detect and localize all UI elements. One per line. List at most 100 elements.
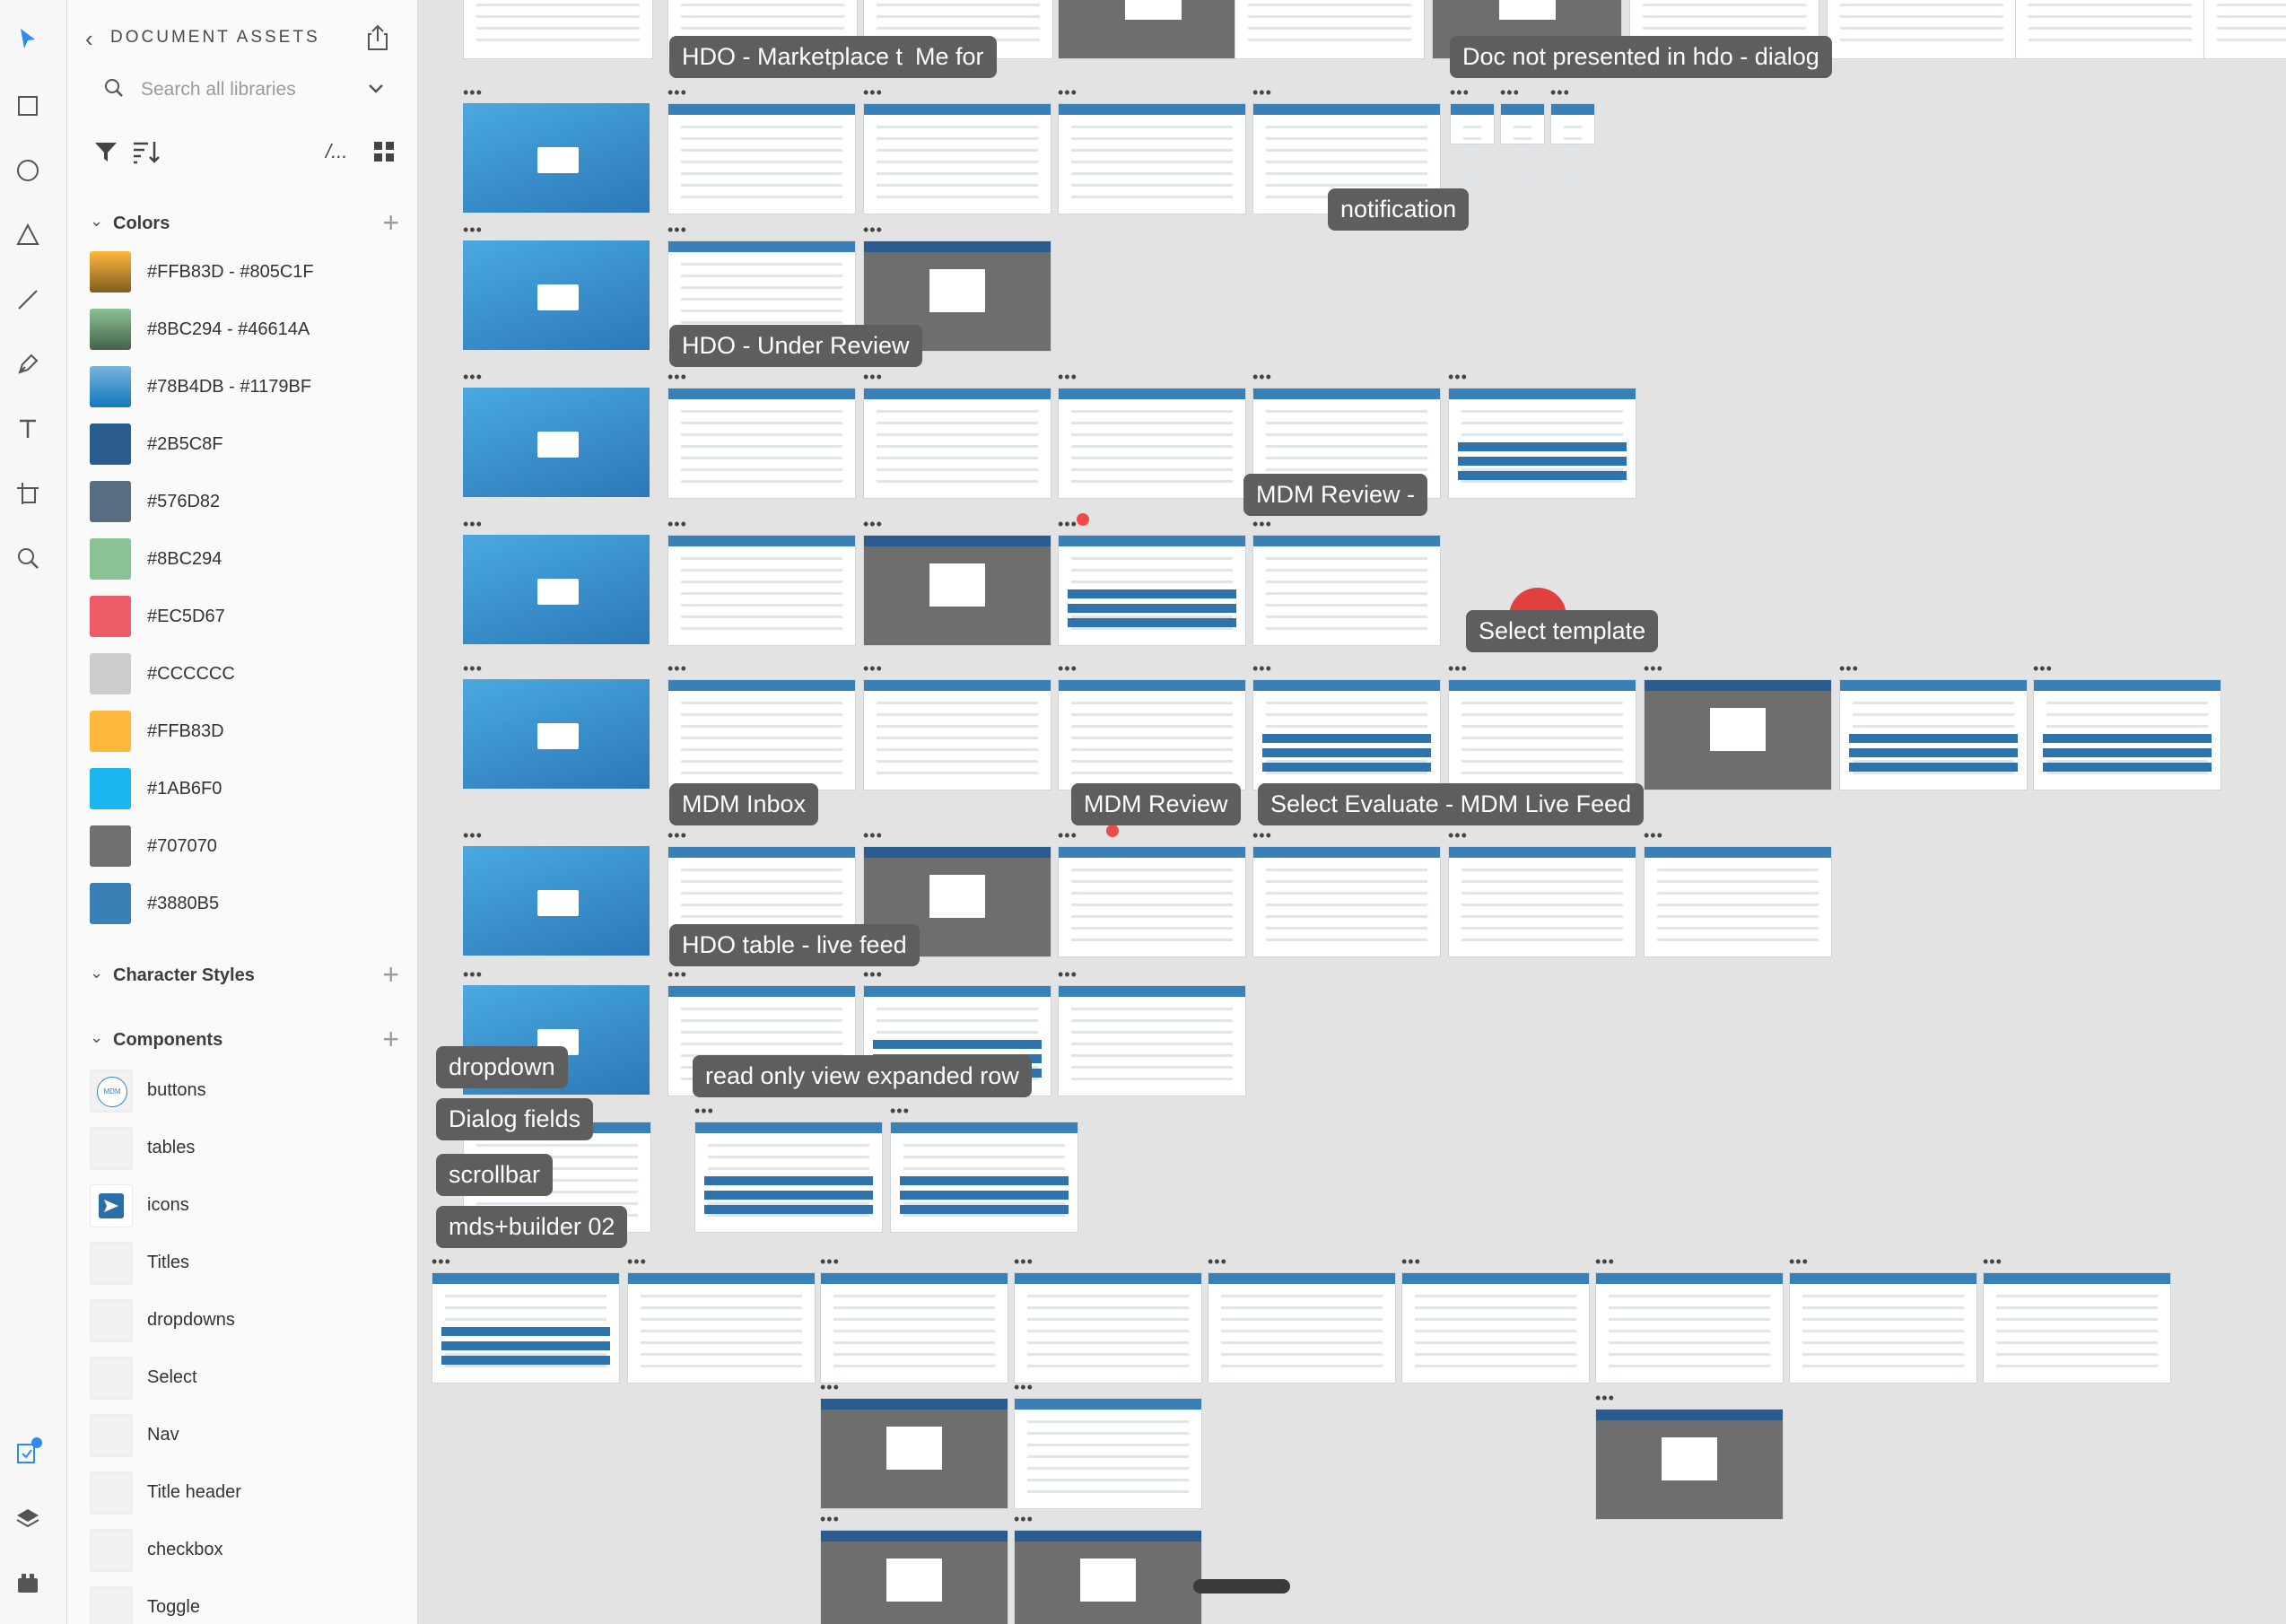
artboard-more-menu[interactable]: ••• [1252,83,1272,101]
component-item[interactable]: checkbox [90,1529,399,1572]
artboard-more-menu[interactable]: ••• [1014,1510,1034,1528]
artboard-thumbnail[interactable] [1252,535,1441,646]
character-styles-section-header[interactable]: ⌄ Character Styles + [90,958,399,992]
components-section-header[interactable]: ⌄ Components + [90,1023,399,1057]
artboard-thumbnail[interactable] [820,1398,1008,1509]
color-swatch-item[interactable]: #FFB83D [90,711,399,754]
artboard-thumbnail[interactable] [1983,1272,2171,1384]
artboard-more-menu[interactable]: ••• [863,83,883,101]
artboard-thumbnail[interactable] [1644,679,1832,790]
artboard-thumbnail[interactable] [1500,103,1545,198]
artboard-more-menu[interactable]: ••• [890,1102,910,1120]
artboard-more-menu[interactable]: ••• [1644,659,1663,677]
design-canvas[interactable]: ••• ••• ••• ••• ••• ••• ••• ••• ••• ••• ••• ••• ••• •… [418,0,2286,1624]
artboard-thumbnail[interactable] [667,103,856,214]
search-input[interactable] [139,75,322,104]
artboard-tool-icon[interactable] [12,477,44,510]
text-tool-icon[interactable] [12,413,44,445]
assets-panel-icon[interactable] [12,1436,44,1468]
color-swatch-item[interactable]: #8BC294 - #46614A [90,309,399,352]
artboard-more-menu[interactable]: ••• [463,659,483,677]
artboard-more-menu[interactable]: ••• [820,1510,840,1528]
add-character-style-icon[interactable]: + [382,958,399,991]
artboard-thumbnail[interactable] [863,103,1051,214]
artboard-thumbnail[interactable] [627,1272,816,1384]
pen-tool-icon[interactable] [12,348,44,380]
component-item[interactable]: icons [90,1184,399,1227]
collapse-chevron-icon[interactable]: ⌄ [90,1028,104,1046]
artboard-more-menu[interactable]: ••• [1058,659,1078,677]
artboard-more-menu[interactable]: ••• [463,368,483,386]
artboard-thumbnail[interactable] [1014,1530,1202,1624]
component-item[interactable]: Titles [90,1242,399,1285]
artboard-thumbnail[interactable] [1058,985,1246,1096]
plugins-panel-icon[interactable] [12,1567,44,1599]
artboard-thumbnail[interactable] [1058,388,1246,499]
back-chevron-icon[interactable]: ‹ [85,25,93,52]
artboard-more-menu[interactable]: ••• [863,826,883,844]
artboard-more-menu[interactable]: ••• [463,965,483,983]
horizontal-scrollbar[interactable] [1193,1579,1290,1593]
artboard-more-menu[interactable]: ••• [820,1378,840,1396]
artboard-more-menu[interactable]: ••• [1500,83,1520,101]
artboard-thumbnail[interactable] [1014,1272,1202,1384]
artboard-more-menu[interactable]: ••• [1450,83,1470,101]
component-item[interactable]: Toggle [90,1586,399,1624]
collapse-chevron-icon[interactable]: ⌄ [90,212,104,230]
artboard-more-menu[interactable]: ••• [863,659,883,677]
artboard-more-menu[interactable]: ••• [694,1102,714,1120]
color-swatch-item[interactable]: #1AB6F0 [90,768,399,811]
polygon-tool-icon[interactable] [12,219,44,251]
artboard-thumbnail[interactable] [1401,1272,1590,1384]
artboard-thumbnail[interactable] [463,388,650,497]
artboard-thumbnail[interactable] [463,535,650,644]
artboard-more-menu[interactable]: ••• [1595,1253,1615,1270]
library-dropdown-chevron-icon[interactable] [363,75,388,105]
collapse-chevron-icon[interactable]: ⌄ [90,964,104,982]
artboard-more-menu[interactable]: ••• [1208,1253,1227,1270]
artboard-thumbnail[interactable] [667,679,856,790]
sort-icon[interactable] [132,138,161,170]
artboard-more-menu[interactable]: ••• [1448,368,1468,386]
artboard-thumbnail[interactable] [667,388,856,499]
artboard-thumbnail[interactable] [2033,679,2221,790]
artboard-more-menu[interactable]: ••• [667,659,687,677]
artboard-more-menu[interactable]: ••• [1550,83,1570,101]
artboard-thumbnail[interactable] [1450,103,1495,198]
share-icon[interactable] [362,22,394,54]
artboard-more-menu[interactable]: ••• [1448,826,1468,844]
artboard-thumbnail[interactable] [1595,1272,1784,1384]
layers-panel-icon[interactable] [12,1502,44,1534]
artboard-more-menu[interactable]: ••• [1252,515,1272,533]
color-swatch-item[interactable]: #EC5D67 [90,596,399,639]
artboard-thumbnail[interactable] [1208,1272,1396,1384]
artboard-thumbnail[interactable] [1058,846,1246,957]
artboard-more-menu[interactable]: ••• [1058,83,1078,101]
artboard-more-menu[interactable]: ••• [1789,1253,1809,1270]
artboard-more-menu[interactable]: ••• [1252,826,1272,844]
artboard-thumbnail[interactable] [890,1122,1078,1233]
artboard-more-menu[interactable]: ••• [1252,368,1272,386]
color-swatch-item[interactable]: #707070 [90,825,399,869]
artboard-more-menu[interactable]: ••• [1401,1253,1421,1270]
artboard-thumbnail[interactable] [694,1122,883,1233]
artboard-thumbnail[interactable] [463,103,650,213]
artboard-more-menu[interactable]: ••• [1644,826,1663,844]
comment-pin[interactable] [1077,513,1089,526]
component-item[interactable]: tables [90,1127,399,1170]
artboard-more-menu[interactable]: ••• [1014,1378,1034,1396]
artboard-more-menu[interactable]: ••• [432,1253,451,1270]
artboard-thumbnail[interactable] [1058,679,1246,790]
artboard-more-menu[interactable]: ••• [463,826,483,844]
add-color-icon[interactable]: + [382,206,399,239]
artboard-thumbnail[interactable] [1448,846,1636,957]
color-swatch-item[interactable]: #3880B5 [90,883,399,926]
artboard-more-menu[interactable]: ••• [863,965,883,983]
artboard-thumbnail[interactable] [667,535,856,646]
artboard-thumbnail[interactable] [1014,1398,1202,1509]
artboard-thumbnail[interactable] [1058,103,1246,214]
artboard-more-menu[interactable]: ••• [1058,515,1078,533]
artboard-thumbnail[interactable] [863,535,1051,646]
colors-section-header[interactable]: ⌄ Colors + [90,206,399,240]
